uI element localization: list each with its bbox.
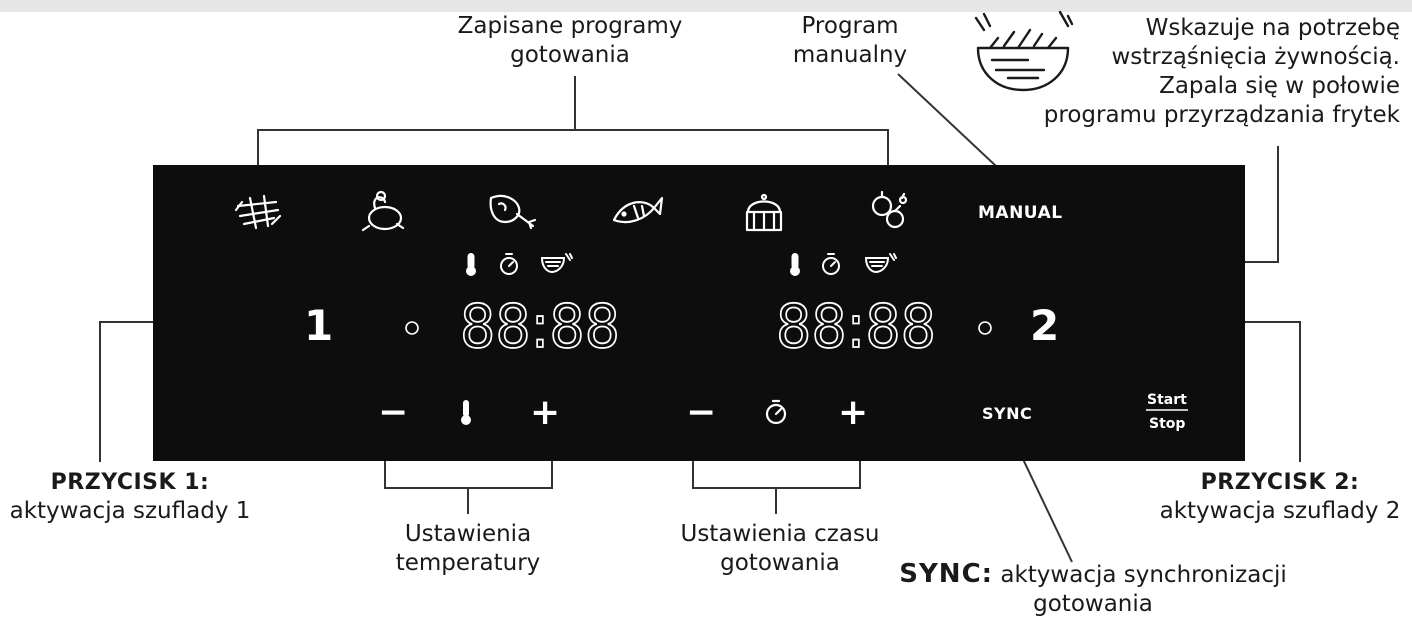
programs-bracket — [257, 129, 889, 192]
programs-callout-line2: gotowania — [510, 42, 630, 68]
time-callout-line1: Ustawienia czasu — [680, 521, 880, 547]
button1-callout: PRZYCISK 1: aktywacja szuflady 1 — [0, 468, 260, 526]
manual-callout-line1: Program — [801, 13, 899, 39]
shake-callout-line3: Zapala się w połowie — [1159, 73, 1400, 99]
button2-callout: PRZYCISK 2: aktywacja szuflady 2 — [1148, 468, 1412, 526]
shake-callout-line4: programu przyrządzania frytek — [1043, 102, 1400, 128]
manual-callout: Program manualny — [770, 12, 930, 70]
programs-callout-line1: Zapisane programy — [457, 13, 683, 39]
temperature-callout-line2: temperatury — [395, 550, 541, 576]
sync-callout-colon: : — [981, 559, 994, 589]
sync-callout-title: SYNC — [899, 559, 982, 589]
button1-callout-title: PRZYCISK 1: — [50, 470, 210, 495]
touch-panel — [153, 165, 1245, 461]
manual-callout-line2: manualny — [792, 42, 908, 68]
sync-callout-text: aktywacja synchronizacji — [1000, 562, 1287, 588]
button1-callout-desc: aktywacja szuflady 1 — [9, 498, 251, 524]
programs-callout: Zapisane programy gotowania — [440, 12, 700, 70]
shake-callout: Wskazuje na potrzebę wstrząśnięcia żywno… — [1000, 14, 1400, 130]
sync-callout-line1: SYNC: aktywacja synchronizacji — [878, 560, 1308, 590]
shake-callout-line1: Wskazuje na potrzebę — [1145, 15, 1400, 41]
temperature-callout: Ustawienia temperatury — [378, 520, 558, 578]
button2-callout-desc: aktywacja szuflady 2 — [1159, 498, 1401, 524]
sync-callout-line2: gotowania — [1033, 591, 1153, 617]
time-callout: Ustawienia czasu gotowania — [660, 520, 900, 578]
temperature-callout-line1: Ustawienia — [404, 521, 532, 547]
time-bracket — [692, 442, 861, 514]
time-callout-line2: gotowania — [720, 550, 840, 576]
sync-callout: SYNC: aktywacja synchronizacji gotowania — [878, 560, 1308, 619]
shake-callout-line2: wstrząśnięcia żywnością. — [1111, 44, 1400, 70]
button2-callout-title: PRZYCISK 2: — [1200, 470, 1360, 495]
temp-bracket — [384, 442, 553, 514]
shake-basket-icon — [974, 10, 1074, 92]
top-border-strip — [0, 0, 1412, 12]
